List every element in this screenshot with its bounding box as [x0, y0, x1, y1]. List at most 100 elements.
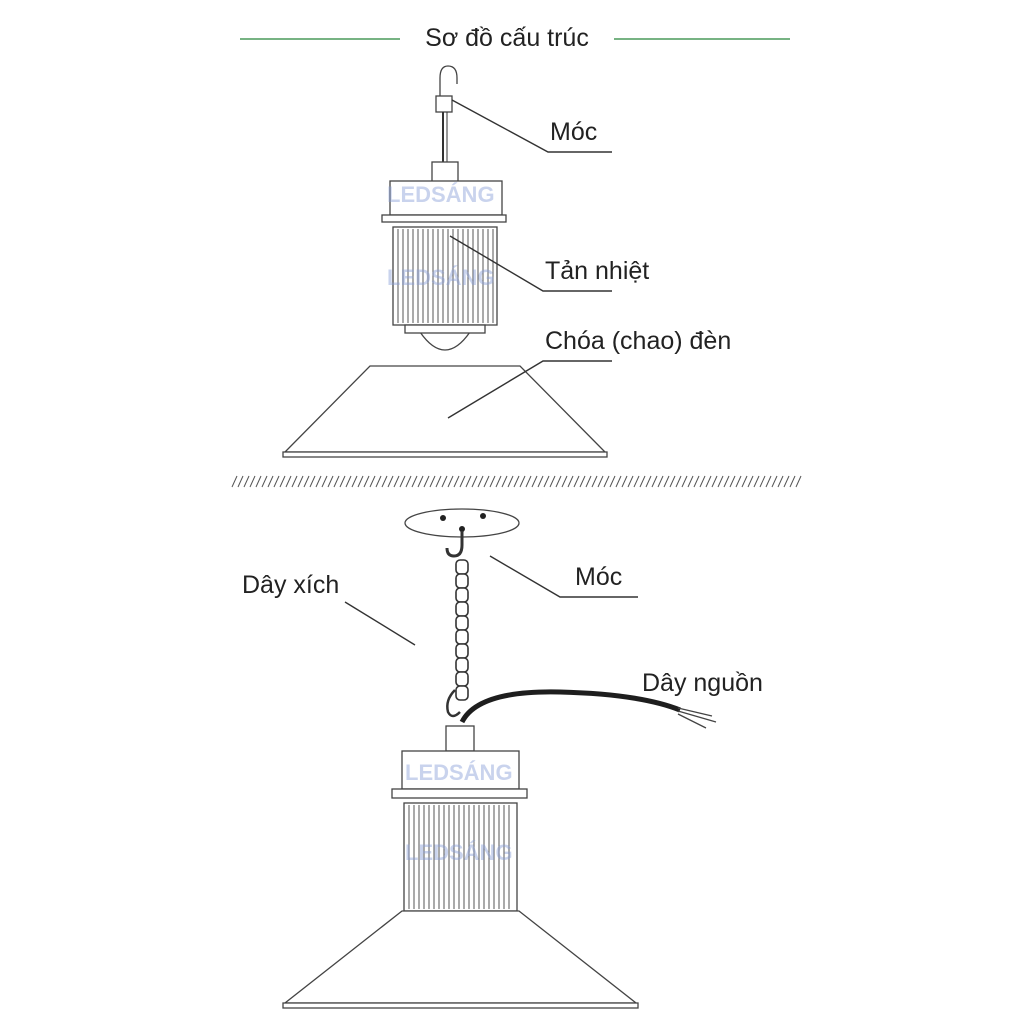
chain-leader	[344, 601, 416, 646]
hatch-stroke	[393, 475, 400, 488]
hatch-stroke	[363, 475, 370, 488]
hatch-stroke	[693, 475, 700, 488]
chain-link	[455, 559, 469, 575]
hatch-stroke	[543, 475, 550, 488]
hatch-stroke	[741, 475, 748, 488]
ceiling-hatch-divider	[231, 475, 802, 488]
hatch-stroke	[795, 475, 802, 488]
top-heatsink-leader	[449, 235, 612, 292]
hatch-stroke	[633, 475, 640, 488]
hatch-stroke	[663, 475, 670, 488]
hatch-stroke	[285, 475, 292, 488]
top-reflector	[283, 365, 607, 453]
hatch-stroke	[681, 475, 688, 488]
hatch-stroke	[561, 475, 568, 488]
hatch-stroke	[255, 475, 262, 488]
hatch-stroke	[789, 475, 796, 488]
hatch-stroke	[765, 475, 772, 488]
hatch-stroke	[639, 475, 646, 488]
hatch-stroke	[657, 475, 664, 488]
top-housing-rim	[381, 214, 507, 223]
top-hook-leader	[451, 99, 612, 153]
hatch-stroke	[381, 475, 388, 488]
hatch-stroke	[375, 475, 382, 488]
hatch-stroke	[519, 475, 526, 488]
hatch-stroke	[729, 475, 736, 488]
hatch-stroke	[249, 475, 256, 488]
hatch-stroke	[243, 475, 250, 488]
hatch-stroke	[567, 475, 574, 488]
hatch-stroke	[291, 475, 298, 488]
ceiling-hook-icon	[445, 531, 464, 558]
hatch-stroke	[237, 475, 244, 488]
watermark-4: LEDSÁNG	[405, 840, 513, 865]
hatch-stroke	[405, 475, 412, 488]
hatch-stroke	[507, 475, 514, 488]
bottom-connector	[445, 725, 475, 752]
hatch-stroke	[321, 475, 328, 488]
bottom-lamp	[282, 508, 717, 1009]
hatch-stroke	[759, 475, 766, 488]
hatch-stroke	[615, 475, 622, 488]
top-heatsink	[392, 226, 498, 326]
top-lamp	[282, 65, 608, 458]
hatch-stroke	[735, 475, 742, 488]
chain-link	[455, 573, 469, 589]
hatch-stroke	[279, 475, 286, 488]
hatch-stroke	[771, 475, 778, 488]
hatch-stroke	[471, 475, 478, 488]
hatch-stroke	[459, 475, 466, 488]
chain-link	[455, 643, 469, 659]
hatch-stroke	[777, 475, 784, 488]
hatch-stroke	[579, 475, 586, 488]
top-hook-base	[435, 95, 453, 113]
top-lens	[418, 331, 472, 351]
top-heatsink-label: Tản nhiệt	[545, 257, 649, 285]
hatch-stroke	[717, 475, 724, 488]
watermark-3: LEDSÁNG	[405, 760, 513, 785]
hatch-stroke	[309, 475, 316, 488]
hatch-stroke	[411, 475, 418, 488]
chain-link	[455, 629, 469, 645]
hatch-stroke	[477, 475, 484, 488]
hatch-stroke	[501, 475, 508, 488]
hatch-stroke	[687, 475, 694, 488]
hatch-stroke	[513, 475, 520, 488]
chain-link	[455, 587, 469, 603]
hatch-stroke	[525, 475, 532, 488]
hatch-stroke	[489, 475, 496, 488]
bottom-hook-label: Móc	[575, 563, 622, 591]
hatch-stroke	[435, 475, 442, 488]
hatch-stroke	[441, 475, 448, 488]
hatch-stroke	[699, 475, 706, 488]
hatch-stroke	[351, 475, 358, 488]
bottom-housing	[401, 750, 520, 790]
hatch-stroke	[591, 475, 598, 488]
hatch-stroke	[531, 475, 538, 488]
hatch-stroke	[303, 475, 310, 488]
hatch-stroke	[711, 475, 718, 488]
hatch-stroke	[573, 475, 580, 488]
top-reflector-leader	[447, 360, 612, 419]
hatch-stroke	[585, 475, 592, 488]
hatch-stroke	[423, 475, 430, 488]
bottom-heatsink	[403, 802, 518, 912]
chain-link	[455, 685, 469, 701]
lamp-hook-icon	[446, 689, 461, 718]
hatch-stroke	[747, 475, 754, 488]
hatch-stroke	[333, 475, 340, 488]
power-cable-label: Dây nguồn	[642, 669, 763, 697]
chain-link	[455, 657, 469, 673]
power-cable	[459, 689, 681, 724]
hatch-stroke	[327, 475, 334, 488]
hatch-stroke	[555, 475, 562, 488]
bottom-housing-rim	[391, 788, 528, 799]
hatch-stroke	[645, 475, 652, 488]
hatch-stroke	[447, 475, 454, 488]
hatch-stroke	[675, 475, 682, 488]
hatch-stroke	[357, 475, 364, 488]
chain-label: Dây xích	[242, 571, 339, 599]
top-hook-label: Móc	[550, 118, 597, 146]
bottom-hook-leader	[489, 555, 638, 598]
bottom-reflector	[283, 910, 638, 1004]
